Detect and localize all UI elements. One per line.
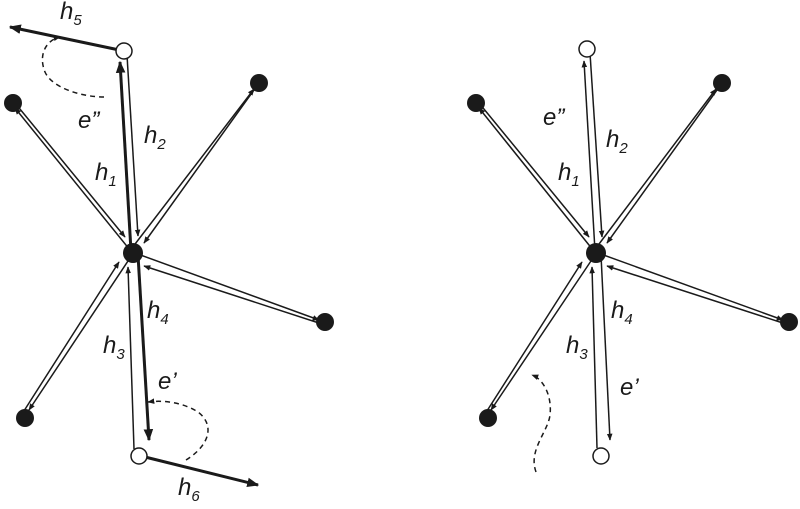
half-edge-pair-h1-h2 — [115, 54, 141, 252]
rotation-arrow-right — [531, 374, 552, 473]
edge-pair-upper-left-right — [478, 102, 594, 251]
edge-pair-lower-left-right — [484, 254, 596, 415]
vertex-right — [316, 313, 334, 331]
edge-pair-upper-right-right — [595, 82, 723, 249]
label-h1-right: h1 — [558, 159, 580, 190]
vertex-upper-left-right — [467, 94, 485, 112]
vertex-lower-left — [16, 409, 34, 427]
half-edge-h6 — [140, 454, 260, 488]
label-e-double-right: e” — [543, 104, 565, 131]
edge-pair-right — [134, 252, 326, 326]
label-h4: h4 — [147, 297, 169, 328]
label-e-single-right: e’ — [620, 374, 639, 401]
edge-pair-lower-left — [21, 254, 133, 415]
vertex-upper-right-right — [713, 74, 731, 92]
half-edge-pair-h3-h4-right — [589, 254, 613, 449]
rotation-arrow-top — [41, 35, 105, 98]
vertex-center-right — [586, 243, 606, 263]
right-graph: e” h2 h1 h4 h3 e’ — [467, 40, 798, 473]
vertex-upper-left — [4, 94, 22, 112]
half-edge-pair-h3-h4 — [125, 254, 154, 450]
label-h4-right: h4 — [611, 297, 633, 328]
vertex-lower-left-right — [479, 409, 497, 427]
label-h3: h3 — [103, 332, 125, 363]
label-h6: h6 — [178, 474, 200, 505]
edge-pair-right-right — [597, 252, 790, 326]
rotation-arrow-bottom — [147, 398, 209, 461]
half-edge-h5 — [8, 24, 125, 53]
label-h5: h5 — [60, 0, 82, 29]
label-h2-right: h2 — [606, 126, 628, 157]
vertex-top-open-right — [578, 40, 596, 58]
vertex-center — [123, 243, 143, 263]
edge-pair-upper-left — [14, 102, 131, 251]
left-graph: h5 e” h2 h1 h4 h3 e’ h6 — [4, 0, 334, 505]
label-e-single: e’ — [158, 368, 177, 395]
vertex-bottom-open-right — [592, 447, 610, 465]
vertex-upper-right — [250, 74, 268, 92]
label-h3-right: h3 — [566, 332, 588, 363]
label-h1: h1 — [95, 159, 117, 190]
label-e-double: e” — [78, 107, 100, 134]
label-h2: h2 — [144, 122, 166, 153]
half-edge-pair-h1-h2-right — [581, 52, 605, 252]
vertex-right-right — [780, 313, 798, 331]
vertex-bottom-open — [130, 447, 148, 465]
edge-pair-upper-right — [131, 82, 260, 249]
vertex-top-open — [115, 42, 133, 60]
